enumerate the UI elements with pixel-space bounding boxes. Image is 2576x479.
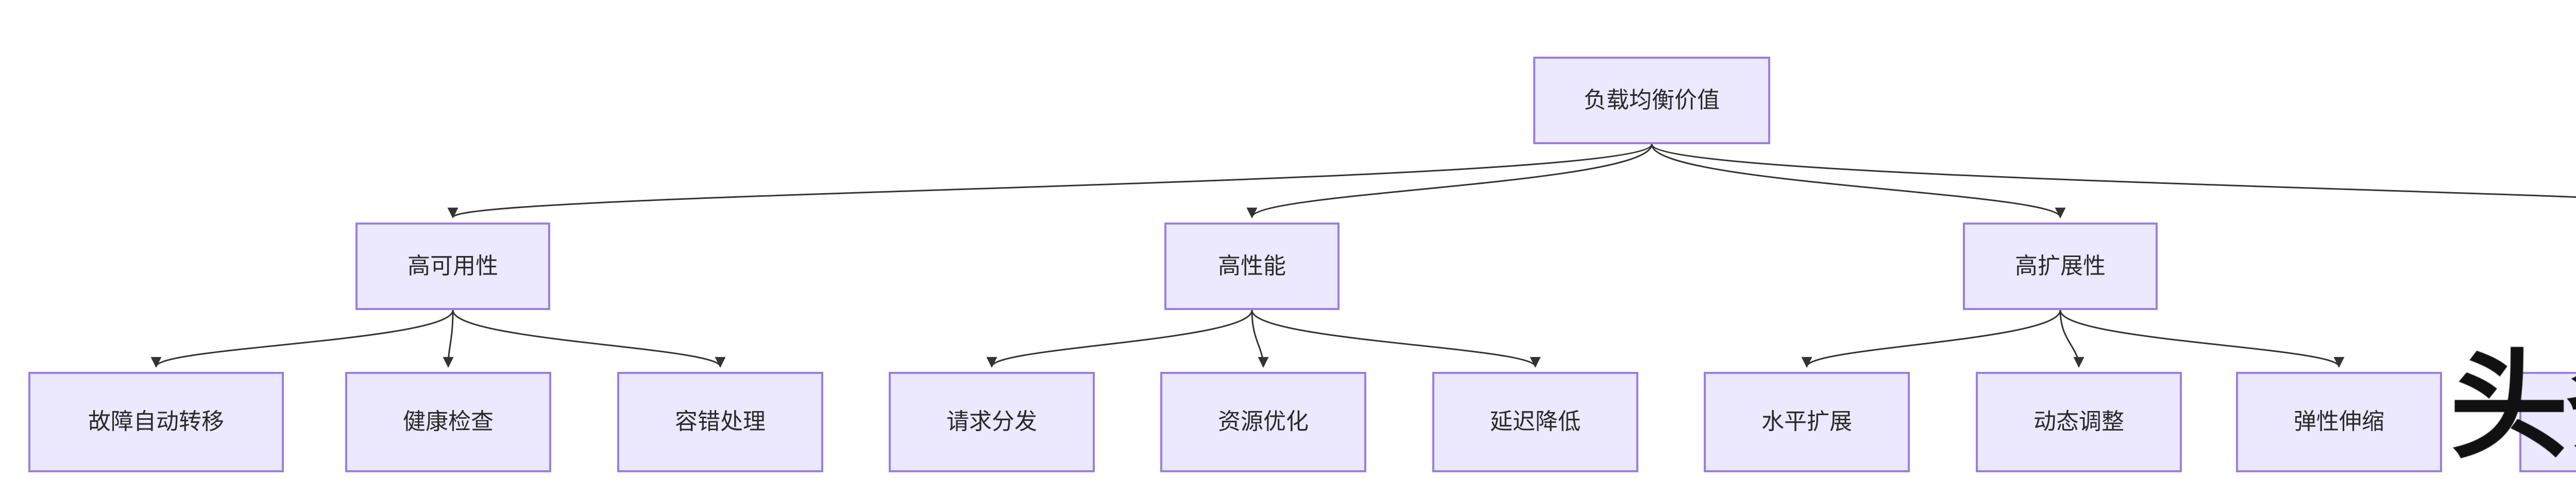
node-label: 动态调整 xyxy=(2033,409,2124,435)
node-leaf-dynamic[interactable]: 动态调整 xyxy=(1976,372,2182,472)
edge-perf-to-dispatch xyxy=(986,310,1253,368)
node-leaf-discover[interactable]: 服务发现 xyxy=(2519,372,2576,472)
node-label: 高扩展性 xyxy=(2015,253,2106,279)
node-label: 水平扩展 xyxy=(1761,409,1852,435)
edge-scale-to-horiz xyxy=(1801,310,2061,368)
edge-ha-to-health xyxy=(443,310,454,368)
node-leaf-elastic[interactable]: 弹性伸缩 xyxy=(2236,372,2442,472)
edge-root-to-maint xyxy=(1651,144,2576,198)
node-leaf-fault[interactable]: 容错处理 xyxy=(617,372,823,472)
node-label: 资源优化 xyxy=(1218,409,1309,435)
node-leaf-failover[interactable]: 故障自动转移 xyxy=(28,372,284,472)
edge-root-to-ha xyxy=(448,144,1653,219)
edge-perf-to-latency xyxy=(1251,310,1541,368)
edge-scale-to-dynamic xyxy=(2059,310,2084,368)
node-branch-perf[interactable]: 高性能 xyxy=(1164,223,1340,310)
node-label: 故障自动转移 xyxy=(88,409,224,435)
node-label: 延迟降低 xyxy=(1490,409,1581,435)
node-leaf-resource[interactable]: 资源优化 xyxy=(1160,372,1366,472)
edge-scale-to-elastic xyxy=(2059,310,2345,368)
node-leaf-latency[interactable]: 延迟降低 xyxy=(1432,372,1638,472)
edge-root-to-scale xyxy=(1651,144,2066,219)
edge-perf-to-resource xyxy=(1251,310,1269,368)
edge-ha-to-failover xyxy=(150,310,454,368)
node-label: 弹性伸缩 xyxy=(2294,409,2384,435)
node-leaf-dispatch[interactable]: 请求分发 xyxy=(889,372,1095,472)
node-label: 容错处理 xyxy=(675,409,766,435)
node-label: 健康检查 xyxy=(403,409,494,435)
node-label: 高性能 xyxy=(1218,253,1286,279)
node-leaf-health[interactable]: 健康检查 xyxy=(345,372,551,472)
edge-ha-to-fault xyxy=(452,310,726,368)
node-label: 请求分发 xyxy=(946,409,1037,435)
node-leaf-horiz[interactable]: 水平扩展 xyxy=(1704,372,1910,472)
node-label: 负载均衡价值 xyxy=(1584,87,1720,113)
node-branch-scale[interactable]: 高扩展性 xyxy=(1963,223,2158,310)
node-label: 高可用性 xyxy=(408,253,498,279)
node-root-root[interactable]: 负载均衡价值 xyxy=(1533,57,1770,144)
edge-root-to-perf xyxy=(1246,144,1653,219)
node-branch-ha[interactable]: 高可用性 xyxy=(355,223,550,310)
